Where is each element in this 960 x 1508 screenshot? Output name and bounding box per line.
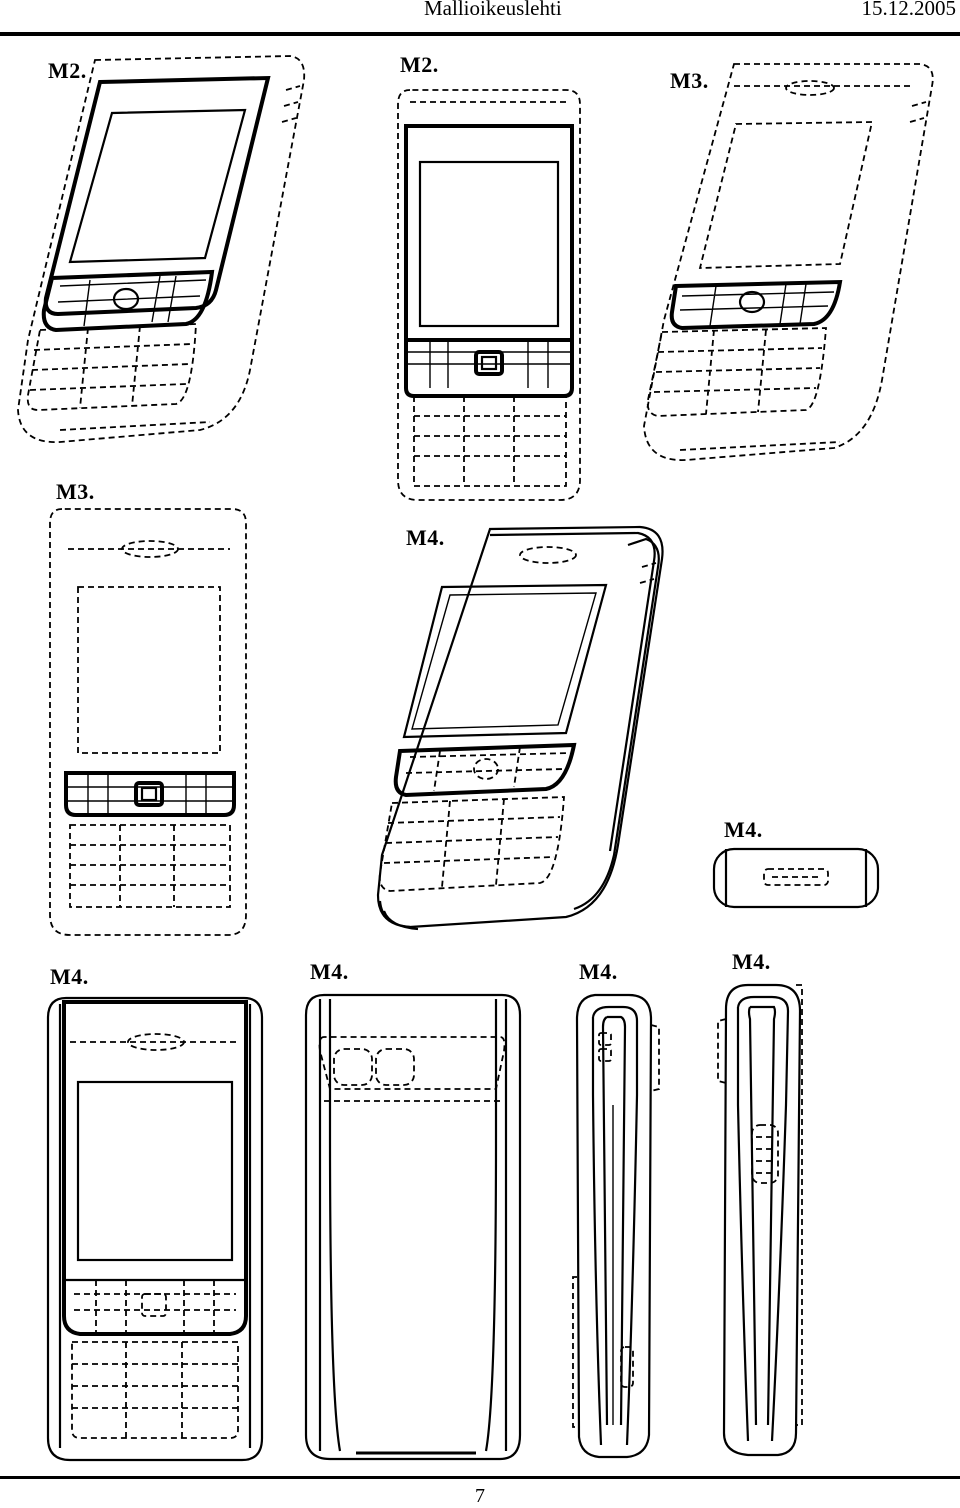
phone-drawing: [712, 847, 880, 909]
figure-m3-front: M3.: [30, 475, 270, 945]
issue-date: 15.12.2005: [861, 0, 957, 20]
journal-title: Mallioikeuslehti: [424, 0, 562, 20]
page-number: 7: [475, 1485, 485, 1507]
figure-label: M3.: [56, 479, 95, 504]
header-rule: [0, 32, 960, 36]
figure-m4-front: M4.: [30, 960, 280, 1470]
figure-m4-perspective: M4.: [370, 515, 690, 945]
phone-drawing: [17, 55, 306, 443]
footer-rule: [0, 1476, 960, 1479]
phone-drawing: [643, 63, 934, 461]
figure-label: M4.: [50, 964, 89, 989]
phone-drawing: [717, 983, 803, 1457]
figure-m3-perspective: M3.: [630, 50, 960, 470]
figure-label: M3.: [670, 68, 709, 93]
phone-drawing: [49, 508, 247, 936]
phone-drawing: [46, 996, 264, 1462]
figure-m4-side-left: M4.: [565, 955, 675, 1470]
phone-drawing: [304, 993, 522, 1461]
page-header: Mallioikeuslehti 15.12.2005: [0, 0, 960, 36]
figure-m4-top: M4.: [700, 815, 900, 925]
figure-label: M4.: [310, 959, 349, 984]
figure-m4-back: M4.: [290, 955, 540, 1470]
phone-drawing: [397, 89, 581, 501]
figure-label: M4.: [579, 959, 618, 984]
figure-m2-front: M2.: [380, 40, 600, 510]
figure-m2-perspective: M2.: [0, 40, 320, 460]
figure-m4-side-right: M4.: [710, 945, 820, 1470]
figure-label: M4.: [732, 949, 771, 974]
figure-label: M4.: [724, 817, 763, 842]
phone-drawing: [376, 525, 664, 931]
figure-label: M2.: [400, 52, 439, 77]
phone-drawing: [572, 993, 660, 1459]
figure-label: M4.: [406, 525, 445, 550]
figure-label: M2.: [48, 58, 87, 83]
